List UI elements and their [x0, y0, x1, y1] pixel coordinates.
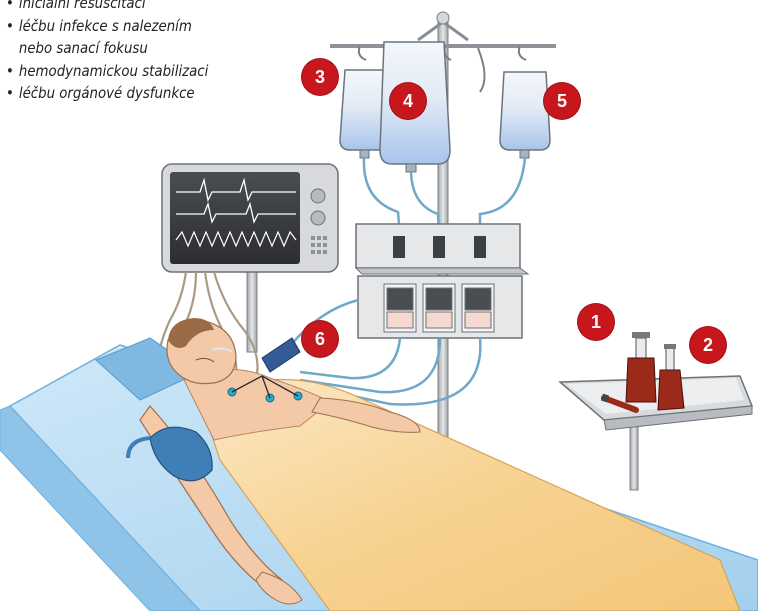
bullet-text: léčbu orgánové dysfunkce	[19, 84, 195, 102]
infusion-pump-upper	[356, 224, 528, 274]
bullet-item: • iniciální resuscitaci	[6, 0, 208, 15]
marker-5: 5	[544, 83, 580, 119]
bullet-dot: •	[6, 0, 14, 15]
marker-6: 6	[302, 321, 338, 357]
infusion-pump-lower	[358, 276, 522, 338]
iv-bag-5	[500, 72, 550, 158]
marker-1: 1	[578, 304, 614, 340]
marker-2: 2	[690, 327, 726, 363]
bullet-item: • hemodynamickou stabilizaci	[6, 60, 208, 83]
treatment-goals-list: •iniciální resuscitaci •léčbu infekce s …	[6, 0, 208, 105]
bullet-text: iniciální resuscitaci	[19, 0, 146, 12]
bullet-dot: •	[6, 82, 14, 105]
marker-4: 4	[390, 83, 426, 119]
bullet-text-continued: nebo sanací fokusu	[19, 37, 208, 60]
marker-3: 3	[302, 59, 338, 95]
bullet-dot: •	[6, 60, 14, 83]
bullet-text: léčbu infekce s nalezením	[19, 15, 208, 38]
medication-bottle	[658, 344, 684, 410]
medication-vial	[626, 332, 656, 402]
bullet-item: • léčbu orgánové dysfunkce	[6, 82, 208, 105]
bullet-text: hemodynamickou stabilizaci	[19, 62, 208, 80]
bullet-dot: •	[6, 15, 14, 38]
